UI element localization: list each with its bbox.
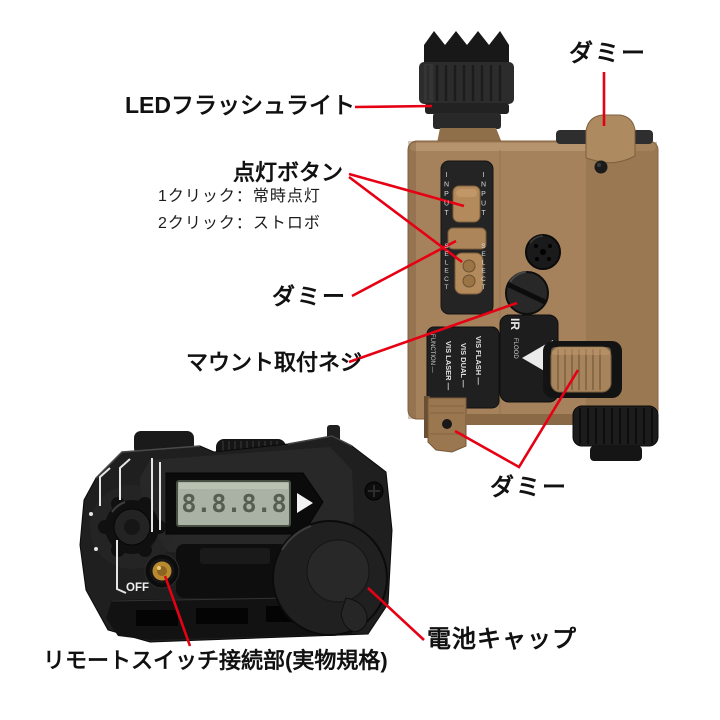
leader-dummy-bottom — [454, 369, 580, 469]
label-remote-switch: リモートスイッチ接続部(実物規格) — [43, 648, 388, 673]
button-panel — [440, 160, 494, 315]
leader-dummy-middle — [351, 239, 457, 298]
connector-port — [525, 234, 561, 270]
body-screw — [364, 481, 384, 501]
marking-input-right: INPUT — [480, 172, 487, 220]
dummy-tab — [585, 114, 636, 164]
tab-screw — [594, 160, 608, 174]
leader-mount-screw — [348, 301, 518, 364]
leader-light-button-input — [348, 172, 465, 208]
marking-function: FUNCTION — — [429, 334, 435, 373]
marking-select-right: SELECT — [480, 243, 487, 293]
select-button-1 — [462, 259, 476, 273]
lcd-display-value: 8.8.8.8 — [181, 489, 287, 518]
lcd-screen — [176, 480, 291, 527]
rail-foot — [424, 396, 467, 453]
display-arrow — [297, 493, 313, 513]
select-button-2 — [462, 274, 476, 288]
flashlight-crown — [424, 31, 509, 64]
bottom-knob — [572, 405, 659, 461]
dummy-middle-button — [447, 227, 487, 250]
select-button-housing — [454, 252, 484, 295]
device-bottom-unit — [79, 425, 393, 643]
flashlight-knurl — [426, 65, 502, 101]
battery-cap — [272, 520, 388, 636]
leader-lines — [163, 72, 606, 647]
side-thumbwheel — [543, 341, 622, 398]
leader-led-flashlight — [354, 104, 433, 109]
label-dummy-middle: ダミー — [272, 283, 347, 309]
leader-battery-cap — [367, 587, 425, 641]
digital-display — [165, 472, 324, 535]
mount-screw — [505, 271, 549, 315]
panel-markings — [99, 458, 161, 594]
label-led-flashlight: LEDフラッシュライト — [125, 92, 355, 118]
label-dummy-bottom: ダミー — [490, 474, 568, 501]
label-light-button-note-1: 1クリック：常時点灯 — [158, 188, 321, 205]
label-light-button-note-2: 2クリック：ストロボ — [158, 215, 321, 232]
marking-vis-dual: VIS DUAL — — [459, 343, 468, 388]
marking-input-left: INPUT — [443, 172, 450, 220]
remote-switch-connector — [144, 553, 180, 589]
led-flashlight — [419, 31, 514, 148]
label-battery-cap: 電池キャップ — [427, 626, 577, 653]
label-dummy-top: ダミー — [569, 40, 647, 67]
marking-vis-flash: VIS FLASH — — [474, 336, 483, 385]
marking-flood: FLOOD — [512, 338, 518, 359]
leader-remote-switch — [163, 575, 192, 647]
marking-select-left: SELECT — [443, 243, 450, 293]
label-mount-screw: マウント取付ネジ — [186, 350, 363, 375]
marking-off: OFF — [126, 582, 149, 594]
marking-ir: IR — [508, 318, 522, 330]
device-top-unit — [407, 31, 659, 461]
label-light-button: 点灯ボタン — [233, 160, 344, 185]
marking-vis-laser: VIS LASER — — [444, 341, 453, 391]
